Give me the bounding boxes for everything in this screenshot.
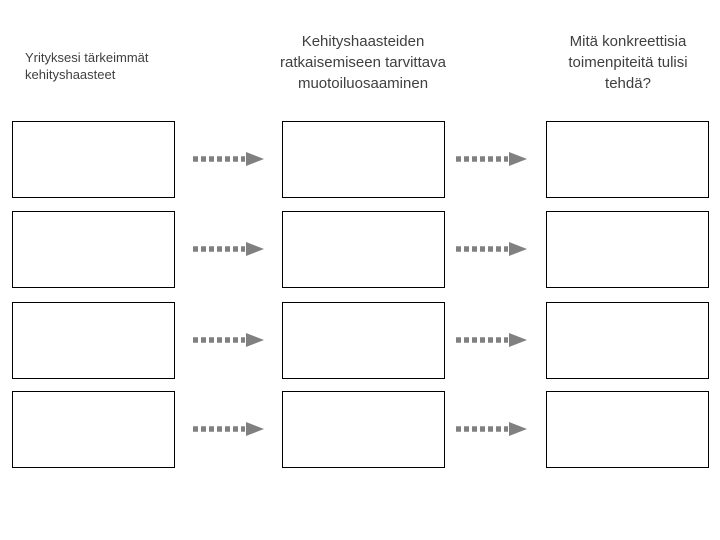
action-box-2[interactable] <box>546 211 709 288</box>
competence-box-3[interactable] <box>282 302 445 379</box>
competence-box-1[interactable] <box>282 121 445 198</box>
dashed-right-arrow-icon <box>193 242 264 256</box>
arrow-head <box>246 422 264 436</box>
challenge-box-4[interactable] <box>12 391 175 468</box>
action-box-3[interactable] <box>546 302 709 379</box>
challenge-box-3[interactable] <box>12 302 175 379</box>
arrow-head <box>509 333 527 347</box>
arrow-head <box>246 333 264 347</box>
action-box-1[interactable] <box>546 121 709 198</box>
dashed-right-arrow-icon <box>193 422 264 436</box>
dashed-right-arrow-icon <box>456 152 527 166</box>
challenge-box-1[interactable] <box>12 121 175 198</box>
arrow-head <box>246 152 264 166</box>
dashed-right-arrow-icon <box>456 242 527 256</box>
competence-box-2[interactable] <box>282 211 445 288</box>
column-header-challenges: Yrityksesi tärkeimmät kehityshaasteet <box>25 50 149 82</box>
action-box-4[interactable] <box>546 391 709 468</box>
challenge-box-2[interactable] <box>12 211 175 288</box>
dashed-right-arrow-icon <box>193 152 264 166</box>
arrow-head <box>246 242 264 256</box>
column-header-actions: Mitä konkreettisia toimenpiteitä tulisi … <box>568 33 688 92</box>
column-header-design-competence: Kehityshaasteiden ratkaisemiseen tarvitt… <box>280 33 446 92</box>
competence-box-4[interactable] <box>282 391 445 468</box>
arrow-head <box>509 242 527 256</box>
arrow-head <box>509 152 527 166</box>
arrow-head <box>509 422 527 436</box>
dashed-right-arrow-icon <box>193 333 264 347</box>
dashed-right-arrow-icon <box>456 422 527 436</box>
dashed-right-arrow-icon <box>456 333 527 347</box>
